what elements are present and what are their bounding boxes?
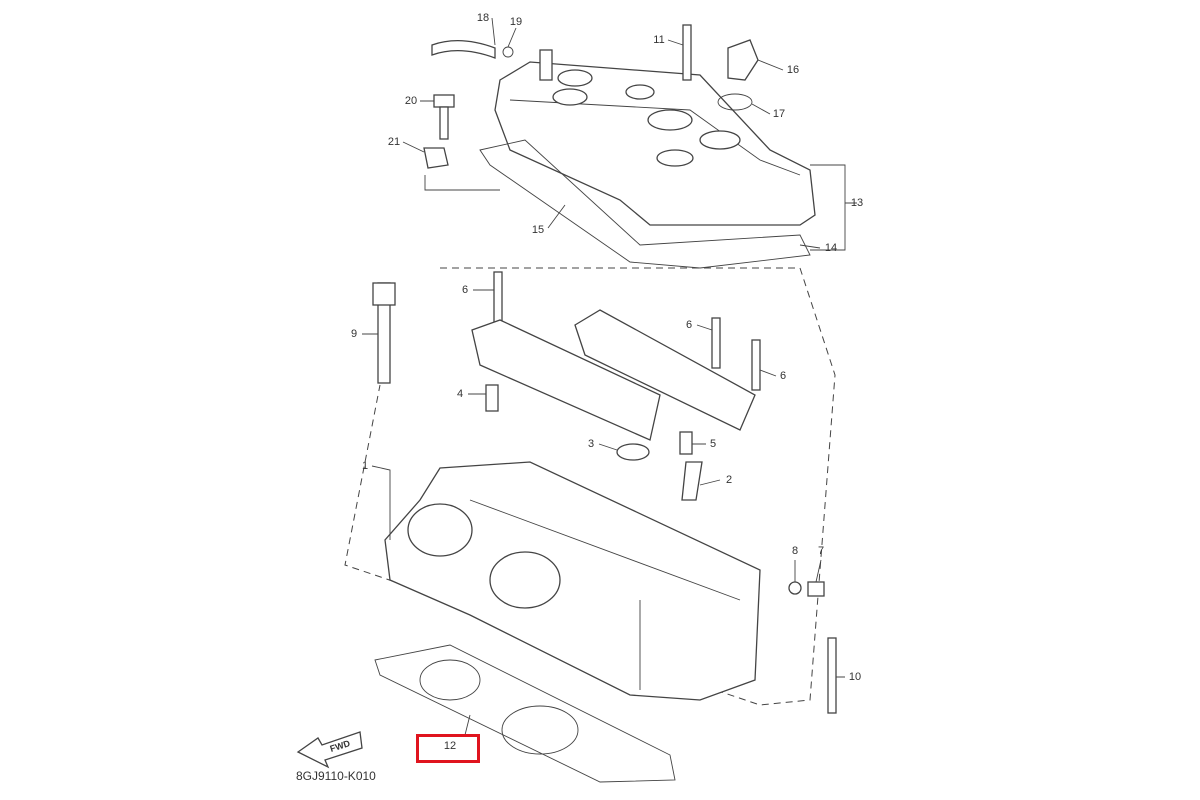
callout-15[interactable]: 15: [531, 224, 545, 236]
spark-plug-part-11: [682, 24, 692, 81]
callout-3[interactable]: 3: [587, 438, 595, 450]
callout-18[interactable]: 18: [476, 12, 490, 24]
callout-6[interactable]: 6: [461, 284, 469, 296]
callout-17[interactable]: 17: [772, 108, 786, 120]
callout-1[interactable]: 1: [361, 460, 369, 472]
bolt-part-7: [807, 581, 825, 597]
callout-13[interactable]: 13: [850, 197, 864, 209]
dowel-part-4: [485, 384, 499, 412]
fwd-arrow-icon: [296, 731, 363, 769]
callout-16[interactable]: 16: [786, 64, 800, 76]
callout-6[interactable]: 6: [685, 319, 693, 331]
callout-11[interactable]: 11: [653, 34, 665, 46]
callout-5[interactable]: 5: [709, 438, 717, 450]
grommet-part-21: [423, 147, 449, 169]
bolt-part-6b: [711, 317, 721, 369]
callout-6[interactable]: 6: [779, 370, 787, 382]
sleeve-part-2: [681, 461, 703, 501]
callout-9[interactable]: 9: [350, 328, 358, 340]
clamp-part-19: [502, 46, 514, 58]
callout-4[interactable]: 4: [456, 388, 464, 400]
head-assembly-outline: [344, 267, 836, 706]
callout-20[interactable]: 20: [404, 95, 418, 107]
bolt-part-6c: [751, 339, 761, 391]
callout-21[interactable]: 21: [387, 136, 401, 148]
callout-10[interactable]: 10: [848, 671, 862, 683]
valve-cover-part-13: [494, 61, 816, 226]
cylinder-head-part-1: [384, 461, 761, 701]
callout-19[interactable]: 19: [509, 16, 523, 28]
bolt-part-20: [433, 94, 455, 108]
leader-13: [810, 164, 846, 251]
callout-7[interactable]: 7: [817, 545, 825, 557]
plug-part-3: [616, 443, 650, 461]
diagram-code: 8GJ9110-K010: [296, 769, 376, 783]
breather-nipple: [539, 49, 553, 81]
bolt-part-6: [493, 271, 503, 328]
camshaft-cap-exhaust: [574, 309, 756, 431]
hose-part-18: [431, 40, 496, 59]
cover-gasket-part-15: [479, 139, 811, 269]
callout-8[interactable]: 8: [791, 545, 799, 557]
head-gasket-part-12: [374, 644, 676, 783]
bolt-part-10: [827, 637, 837, 714]
o-ring-part-17: [717, 93, 753, 111]
camshaft-cap-intake: [471, 319, 661, 441]
dowel-part-5: [679, 431, 693, 455]
highlight-box: [416, 734, 480, 763]
callout-2[interactable]: 2: [725, 474, 733, 486]
oil-filler-cap-part-16: [727, 39, 759, 81]
washer-part-8: [788, 581, 802, 595]
callout-14[interactable]: 14: [824, 242, 838, 254]
cover-leader: [424, 175, 500, 191]
callout-12[interactable]: 12: [443, 740, 457, 752]
